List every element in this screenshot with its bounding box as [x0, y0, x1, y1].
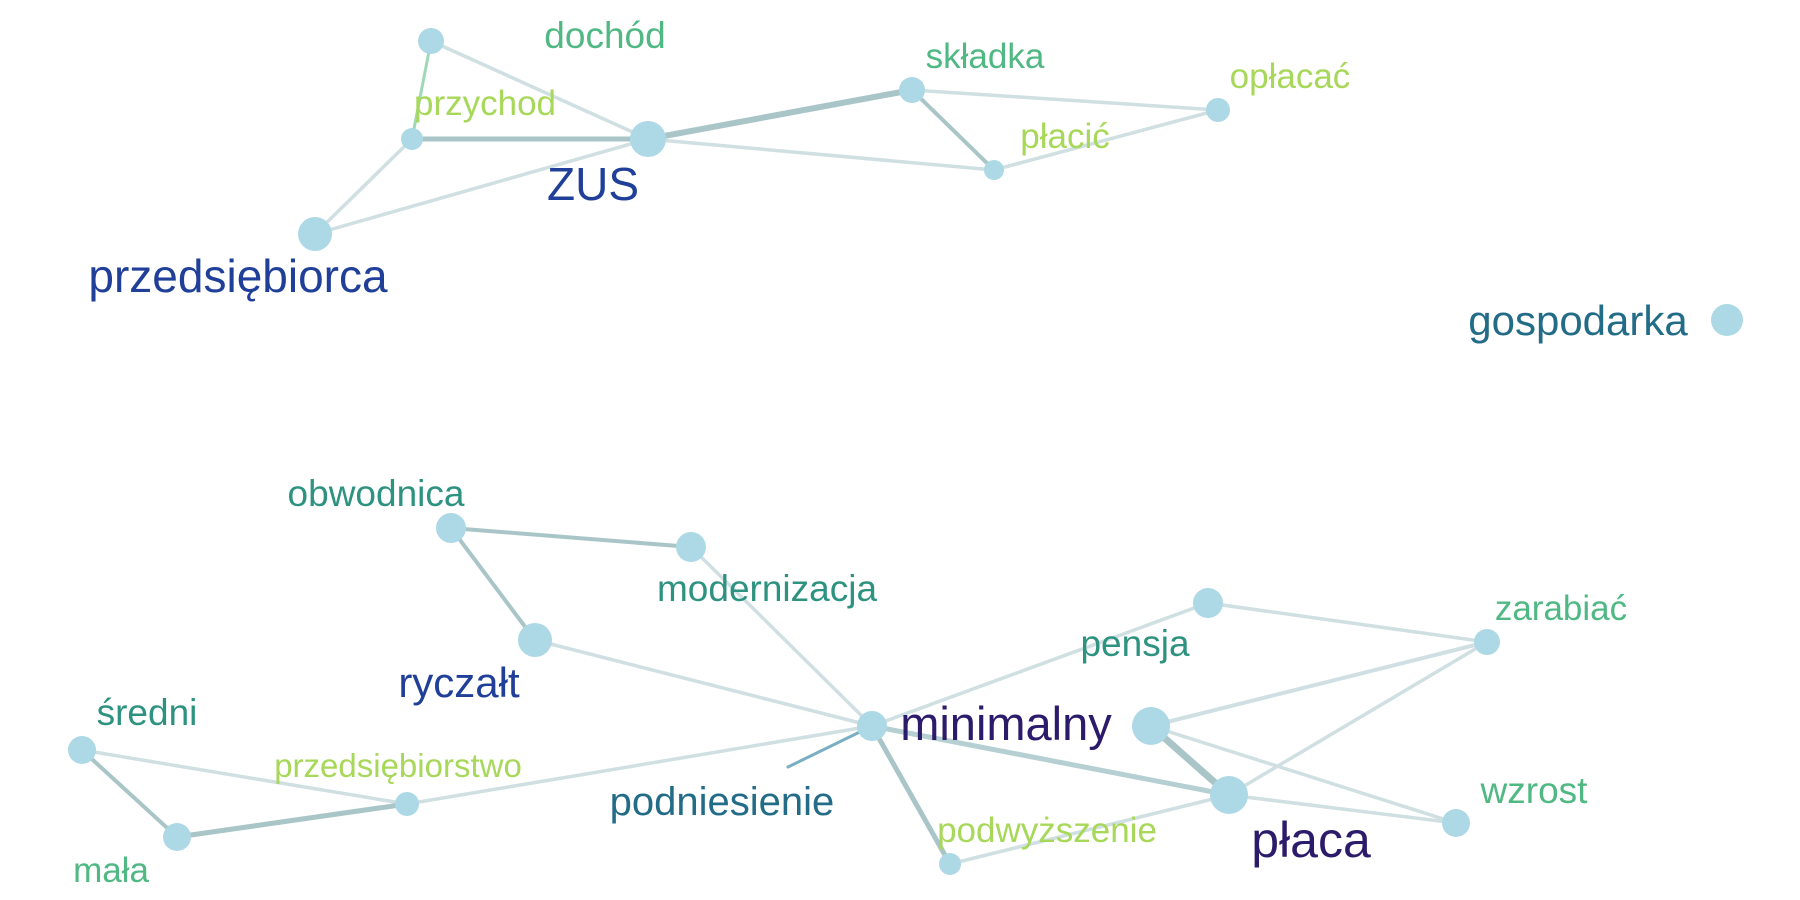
node-minimalny — [857, 711, 887, 741]
edge-obwodnica-modernizacja — [449, 526, 693, 549]
edge-obwodnica-ryczalt — [449, 526, 537, 642]
node-placic — [984, 160, 1004, 180]
node-dochod — [418, 28, 444, 54]
node-label-oplacac: opłacać — [1230, 57, 1351, 96]
node-label-dochod: dochód — [544, 15, 665, 56]
edge-skladka-placic — [910, 88, 996, 172]
edge-minimalny-pensja — [870, 601, 1210, 728]
node-gospodarka — [1711, 304, 1743, 336]
edge-przychod-przedsiebiorca — [313, 137, 414, 236]
node-placa — [1210, 776, 1248, 814]
node-label-skladka: składka — [926, 37, 1045, 76]
edge-placa-podwyzszenie — [948, 793, 1231, 866]
edge-przedsiebiorca-zus — [313, 137, 650, 236]
edge-mala-przedsiebiorstwo — [174, 801, 410, 840]
node-layer — [68, 28, 1743, 875]
node-modernizacja — [676, 532, 706, 562]
node-label-zus: ZUS — [547, 158, 639, 210]
edge-placa-zarabiac — [1227, 640, 1489, 797]
node-label-zarabiac: zarabiać — [1495, 589, 1627, 628]
node-obwodnica — [436, 513, 466, 543]
node-podwyzszenie — [939, 853, 961, 875]
edge-minimalny-placa — [869, 723, 1232, 798]
node-label-pensja: pensja — [1080, 623, 1189, 664]
node-label-przychod: przychod — [414, 84, 556, 123]
edge-minimalny-podwyzszenie — [869, 723, 953, 867]
node-label-ryczalt: ryczałt — [398, 659, 520, 706]
node-label-placa: płaca — [1251, 812, 1371, 868]
node-label-modernizacja: modernizacja — [657, 568, 877, 609]
edge-placa-wzrost — [1227, 793, 1458, 825]
node-ryczalt — [518, 623, 552, 657]
node-przychod — [401, 128, 423, 150]
edge-placic-oplacac — [992, 108, 1220, 172]
node-przedsiebiorstwo — [395, 792, 419, 816]
edge-layer — [80, 39, 1489, 867]
node-zus — [630, 121, 666, 157]
node-mala — [163, 823, 191, 851]
edge-podniesienie-minimalny — [786, 724, 874, 769]
edge-hub-zarabiac — [1150, 640, 1488, 728]
edge-zus-placic — [646, 137, 996, 172]
node-skladka — [899, 77, 925, 103]
node-label-przedsiebiorca: przedsiębiorca — [88, 250, 388, 302]
node-sredni — [68, 736, 96, 764]
node-label-gospodarka: gospodarka — [1468, 297, 1688, 344]
node-label-minimalny: minimalny — [900, 697, 1112, 750]
node-pensja — [1193, 588, 1223, 618]
edge-ryczalt-minimalny — [533, 638, 874, 728]
node-przedsiebiorca — [298, 217, 332, 251]
edge-zus-skladka — [645, 87, 915, 142]
node-wzrost — [1442, 809, 1470, 837]
edge-sredni-przedsiebiorstwo — [80, 748, 409, 806]
node-label-mala: mała — [73, 851, 149, 890]
edge-pensja-zarabiac — [1206, 601, 1489, 644]
edge-skladka-oplacac — [910, 88, 1220, 112]
edge-przedsiebiorstwo-minimalny — [405, 724, 874, 806]
node-zarabiac — [1474, 629, 1500, 655]
node-label-sredni: średni — [97, 692, 198, 733]
edge-przychod-dochod — [410, 39, 433, 141]
node-label-obwodnica: obwodnica — [288, 473, 465, 514]
node-label-podwyzszenie: podwyższenie — [937, 811, 1157, 850]
node-label-przedsiebiorstwo: przedsiębiorstwo — [274, 747, 522, 784]
node-oplacac — [1206, 98, 1230, 122]
edge-modernizacja-minimalny — [689, 545, 874, 728]
edge-sredni-mala — [80, 748, 179, 839]
node-hub — [1132, 707, 1170, 745]
edge-dochod-zus — [429, 39, 650, 141]
node-label-podniesienie: podniesienie — [610, 780, 835, 824]
node-label-placic: płacić — [1020, 117, 1109, 156]
edge-minimalny-wzrost — [1149, 724, 1458, 825]
node-label-wzrost: wzrost — [1480, 770, 1589, 811]
